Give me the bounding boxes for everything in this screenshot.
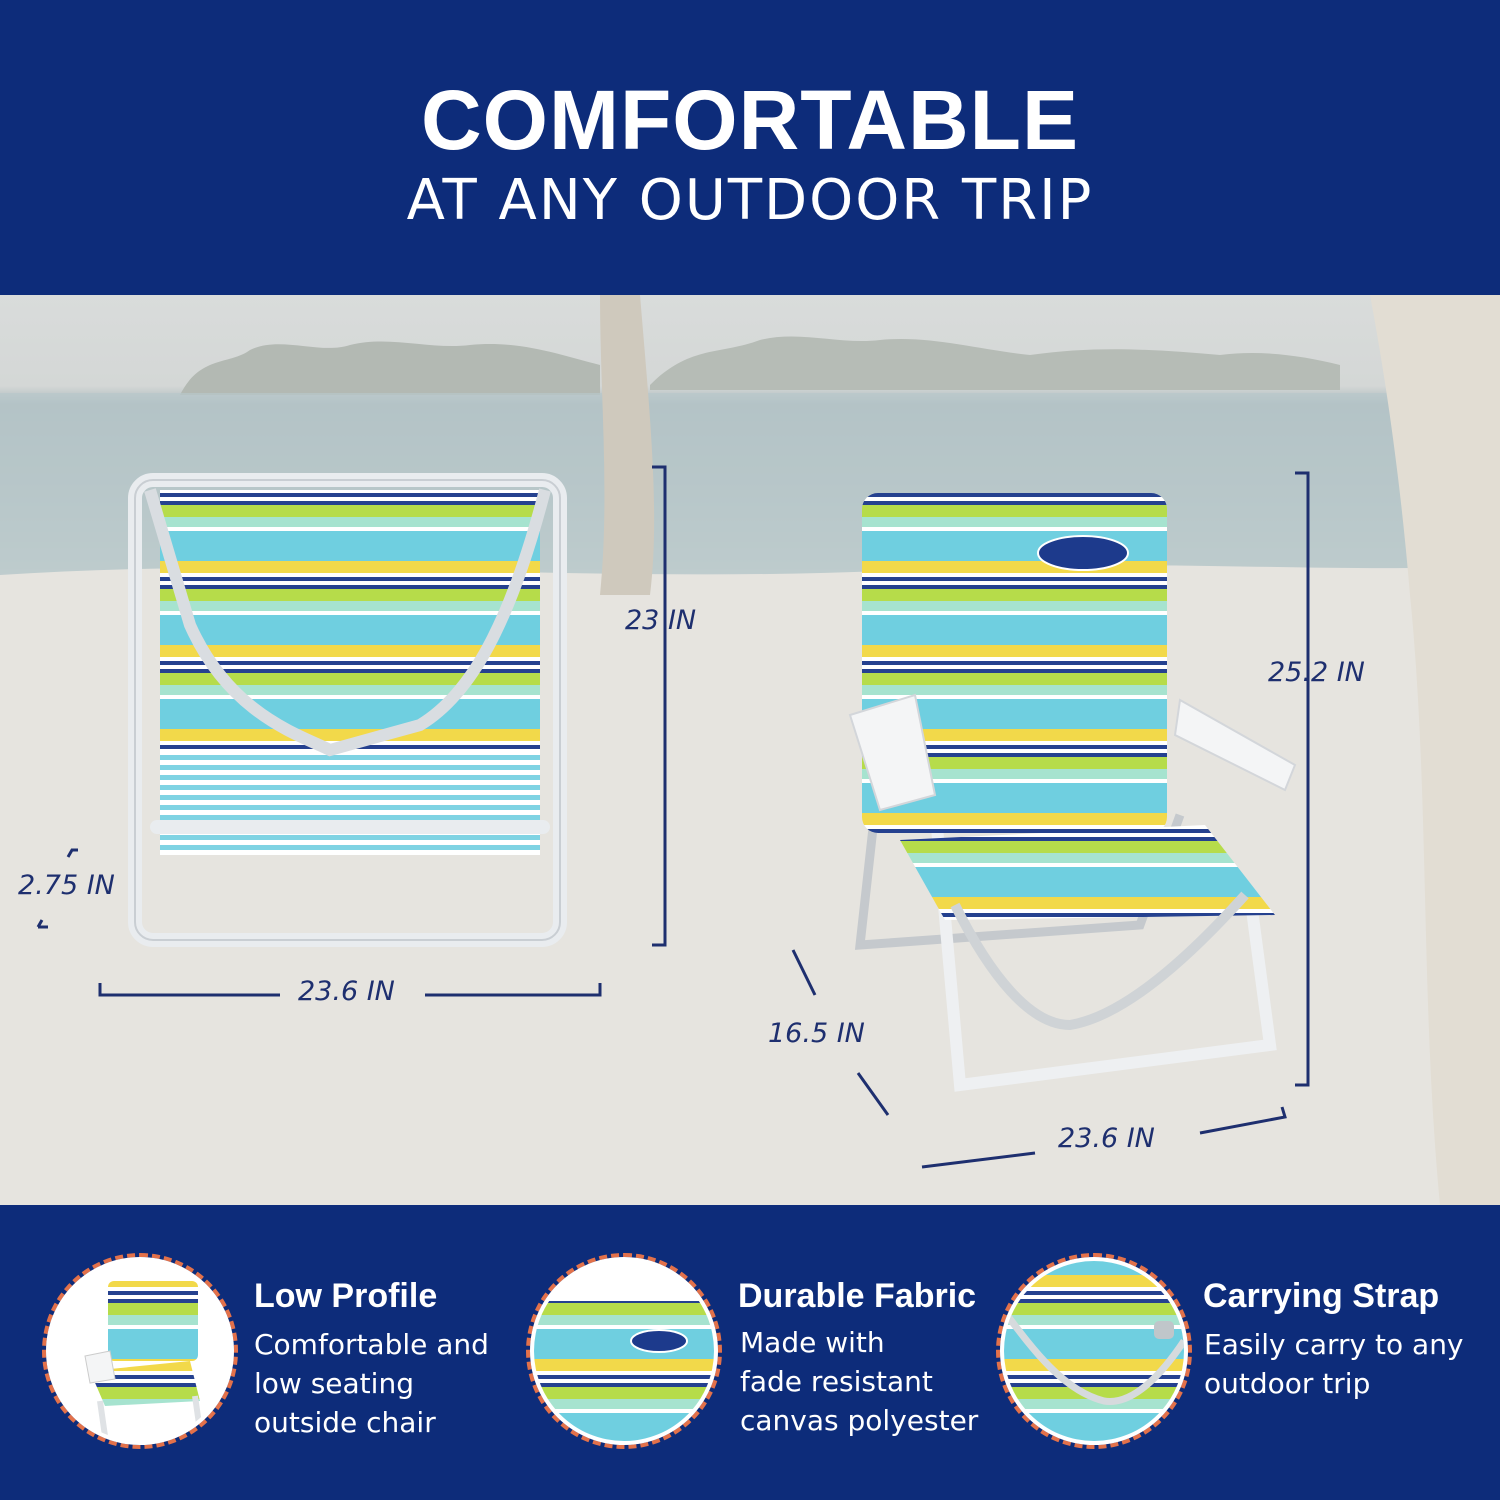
beach-photo: 23 IN 2.75 IN 23.6 IN 25.2 IN 16.5 IN 23… xyxy=(0,295,1500,1205)
fabric-logo xyxy=(630,1329,688,1353)
feature-desc-line: Easily carry to any xyxy=(1204,1328,1464,1361)
palm-trunk-right xyxy=(1370,295,1500,1205)
open-depth-label: 16.5 IN xyxy=(768,1018,865,1049)
open-width-label: 23.6 IN xyxy=(1058,1123,1155,1154)
open-height-label: 25.2 IN xyxy=(1268,657,1365,688)
island-right xyxy=(650,336,1340,390)
feature-ring-durable-fabric xyxy=(526,1253,722,1449)
feature-desc-line: Comfortable and xyxy=(254,1328,489,1361)
dimension-lines xyxy=(36,465,1310,1169)
feature-desc-carrying-strap: Easily carry to any outdoor trip xyxy=(1204,1325,1464,1403)
feature-title-carrying-strap: Carrying Strap xyxy=(1203,1277,1440,1315)
feature-image-carrying-strap xyxy=(1004,1261,1184,1441)
header-band: COMFORTABLE AT ANY OUTDOOR TRIP xyxy=(0,0,1500,295)
feature-desc-low-profile: Comfortable and low seating outside chai… xyxy=(254,1325,489,1442)
feature-desc-line: low seating xyxy=(254,1367,414,1400)
folded-height-label: 23 IN xyxy=(625,605,697,636)
feature-desc-line: outdoor trip xyxy=(1204,1367,1371,1400)
folded-chair xyxy=(128,473,567,947)
brand-logo xyxy=(1037,535,1129,571)
feature-desc-durable-fabric: Made with fade resistant canvas polyeste… xyxy=(740,1323,978,1440)
subheadline: AT ANY OUTDOOR TRIP xyxy=(406,168,1094,233)
feature-image-low-profile xyxy=(50,1261,230,1441)
feature-image-durable-fabric xyxy=(534,1261,714,1441)
folded-depth-label: 2.75 IN xyxy=(18,870,115,901)
feature-title-durable-fabric: Durable Fabric xyxy=(738,1277,977,1315)
feature-desc-line: Made with xyxy=(740,1326,885,1359)
feature-title-low-profile: Low Profile xyxy=(254,1277,438,1315)
beach-scene xyxy=(0,295,1500,1205)
feature-ring-carrying-strap xyxy=(996,1253,1192,1449)
palm-trunk xyxy=(600,295,655,595)
features-band: Low Profile Comfortable and low seating … xyxy=(0,1205,1500,1500)
feature-desc-line: outside chair xyxy=(254,1406,436,1439)
feature-desc-line: canvas polyester xyxy=(740,1404,979,1437)
feature-ring-low-profile xyxy=(42,1253,238,1449)
folded-width-label: 23.6 IN xyxy=(298,976,395,1007)
headline: COMFORTABLE xyxy=(420,73,1080,167)
island-left xyxy=(180,341,600,395)
open-chair xyxy=(848,493,1297,1092)
feature-desc-line: fade resistant xyxy=(740,1365,933,1398)
